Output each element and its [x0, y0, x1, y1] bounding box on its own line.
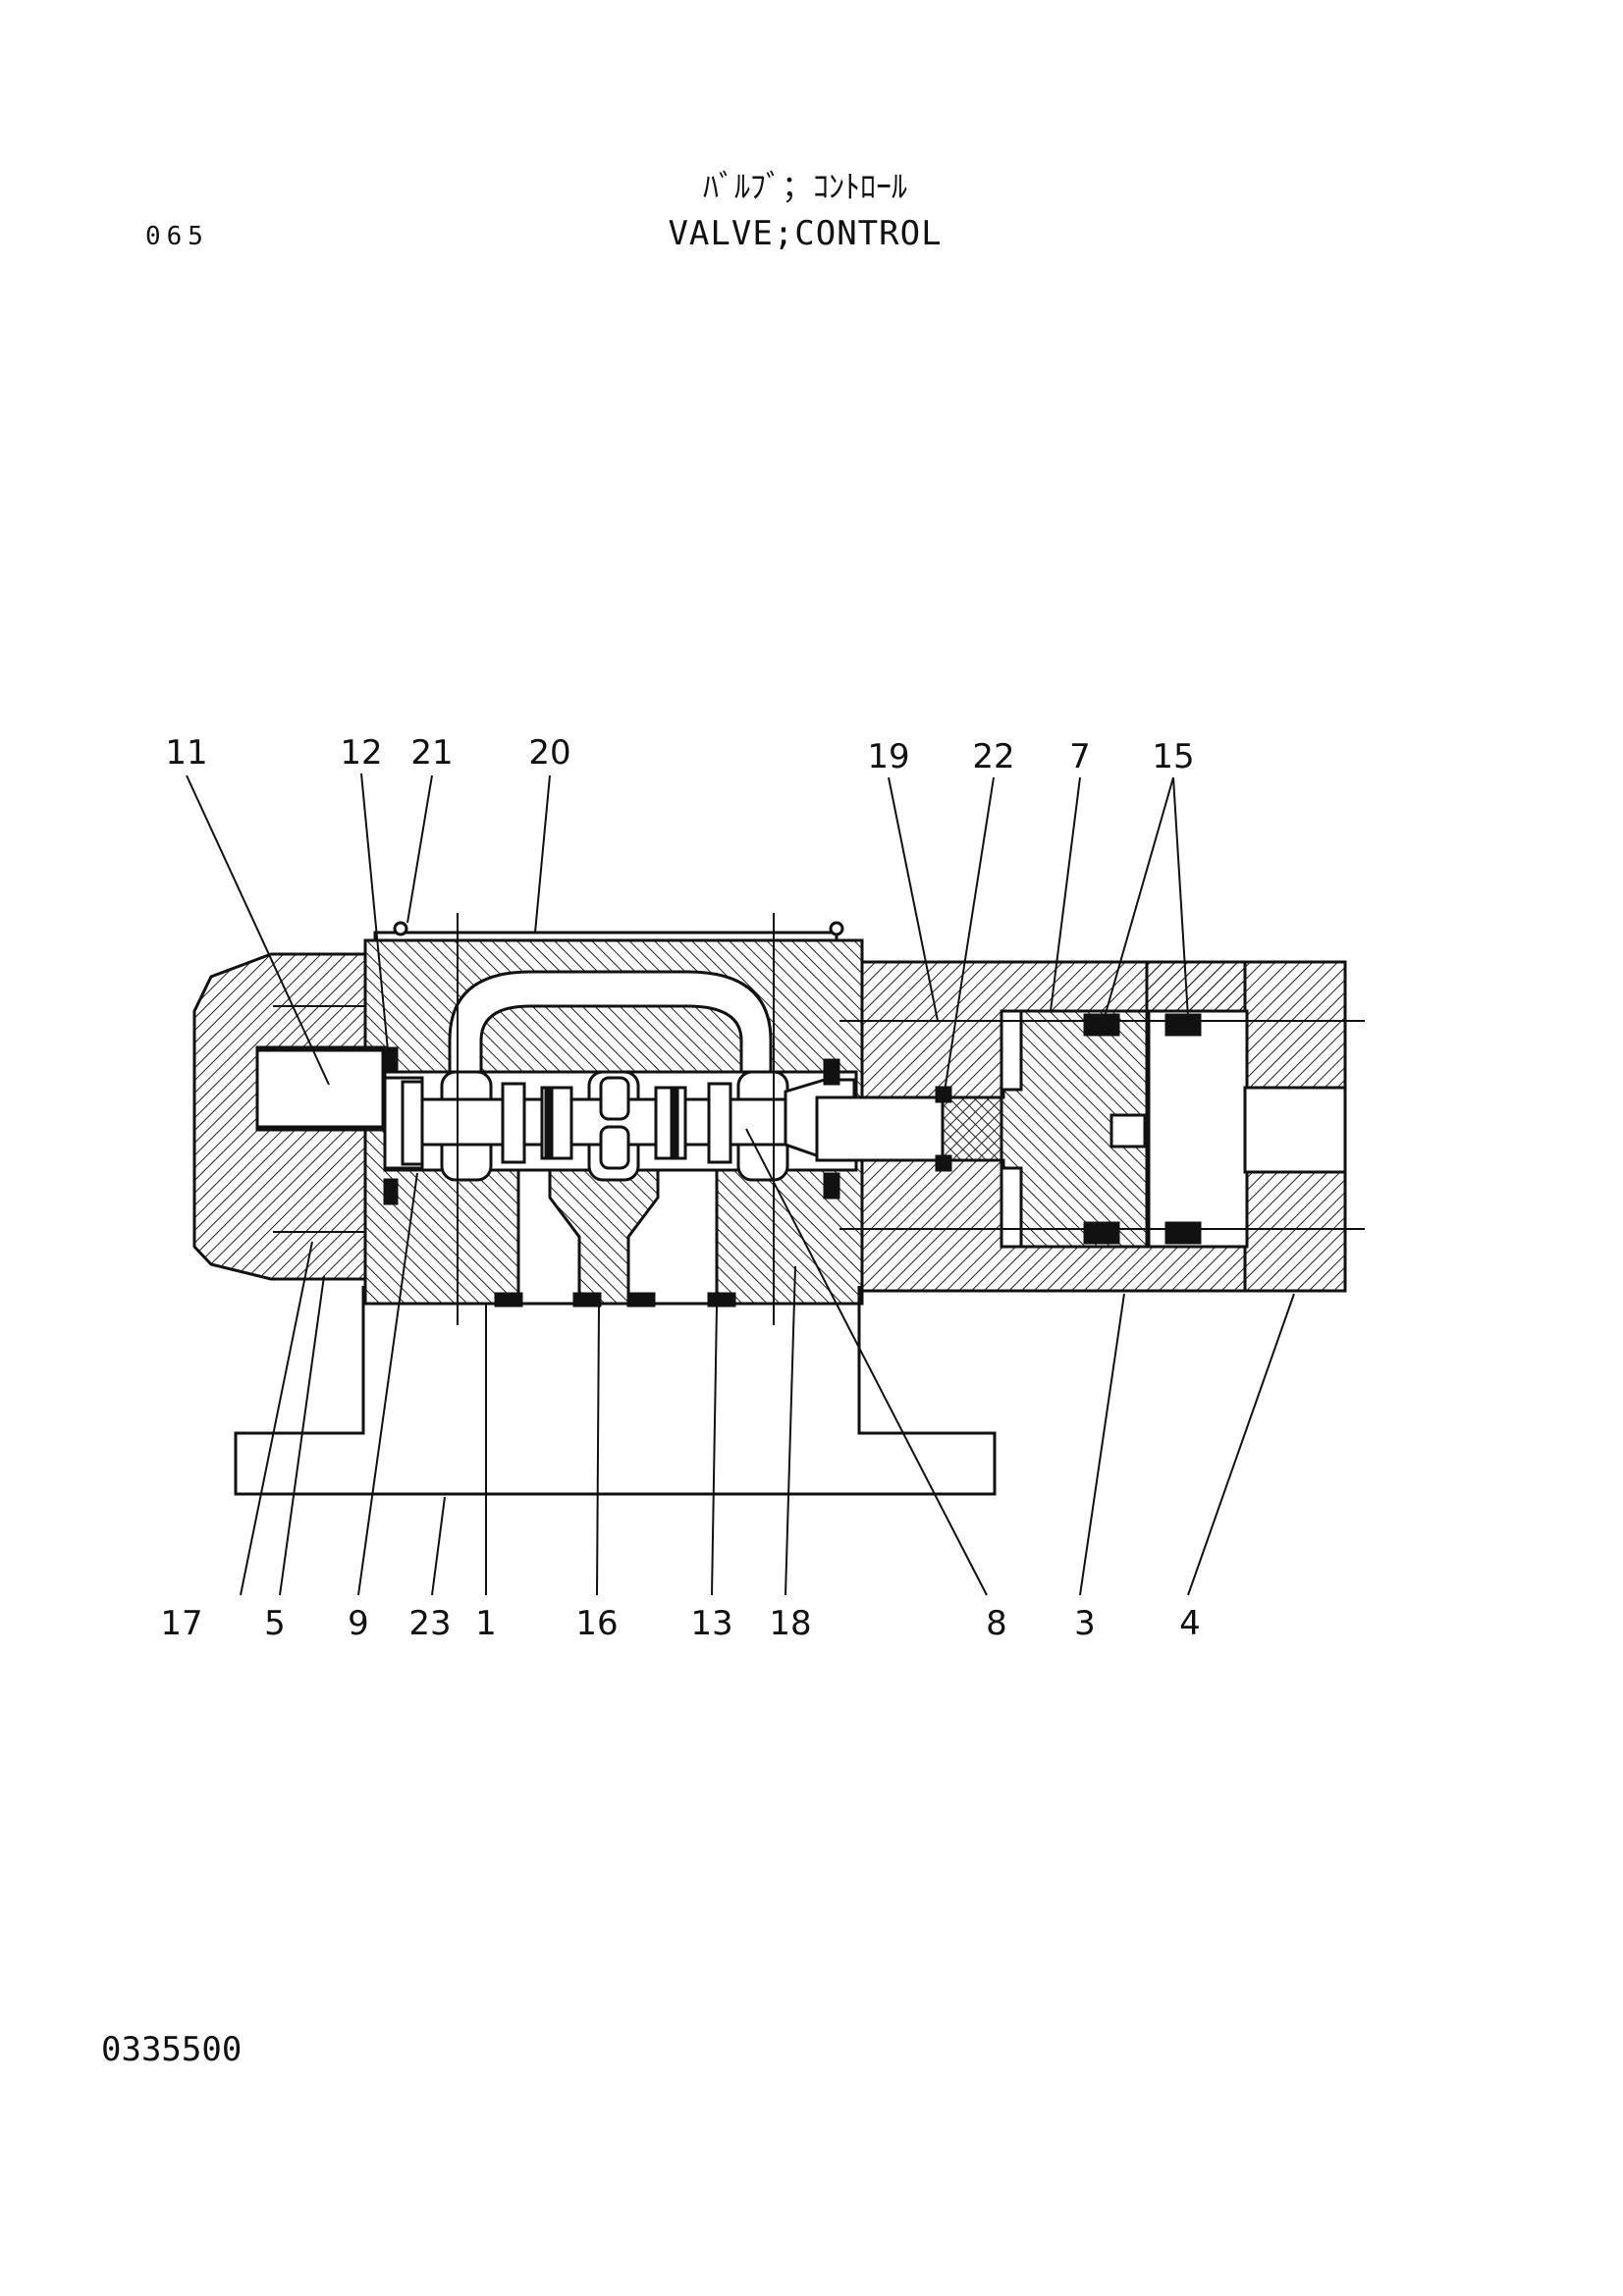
callout-4: 4: [1179, 1604, 1201, 1643]
drawing-number: 0335500: [101, 2030, 243, 2069]
callout-11: 11: [165, 733, 207, 773]
callout-8: 8: [986, 1604, 1007, 1643]
spool-land: [707, 1082, 732, 1164]
callout-1: 1: [475, 1604, 497, 1643]
callout-13: 13: [690, 1604, 732, 1643]
bridge-passage: [448, 970, 773, 1074]
spool-land: [501, 1082, 526, 1164]
callout-16: 16: [575, 1604, 618, 1643]
spool-land: [599, 1125, 630, 1170]
title-japanese: ﾊﾞﾙﾌﾞ；ｺﾝﾄﾛｰﾙ: [702, 168, 907, 205]
piston: [941, 1009, 1149, 1249]
spool-end-plug: [255, 1048, 385, 1129]
base-plate: [234, 1286, 997, 1496]
plunger: [815, 1095, 945, 1162]
callout-20: 20: [528, 733, 570, 773]
page-number: 065: [145, 222, 209, 251]
title-english: VALVE;CONTROL: [668, 214, 943, 253]
callout-3: 3: [1074, 1604, 1096, 1643]
spool-land: [599, 1076, 630, 1121]
callout-18: 18: [769, 1604, 811, 1643]
callout-21: 21: [410, 733, 453, 773]
callout-15: 15: [1152, 737, 1194, 776]
callout-23: 23: [408, 1604, 451, 1643]
callout-7: 7: [1069, 737, 1091, 776]
callout-17: 17: [160, 1604, 202, 1643]
callout-19: 19: [867, 737, 909, 776]
nameplate: [373, 931, 839, 942]
callout-9: 9: [348, 1604, 369, 1643]
callout-22: 22: [972, 737, 1014, 776]
callout-5: 5: [264, 1604, 286, 1643]
callout-12: 12: [340, 733, 382, 773]
